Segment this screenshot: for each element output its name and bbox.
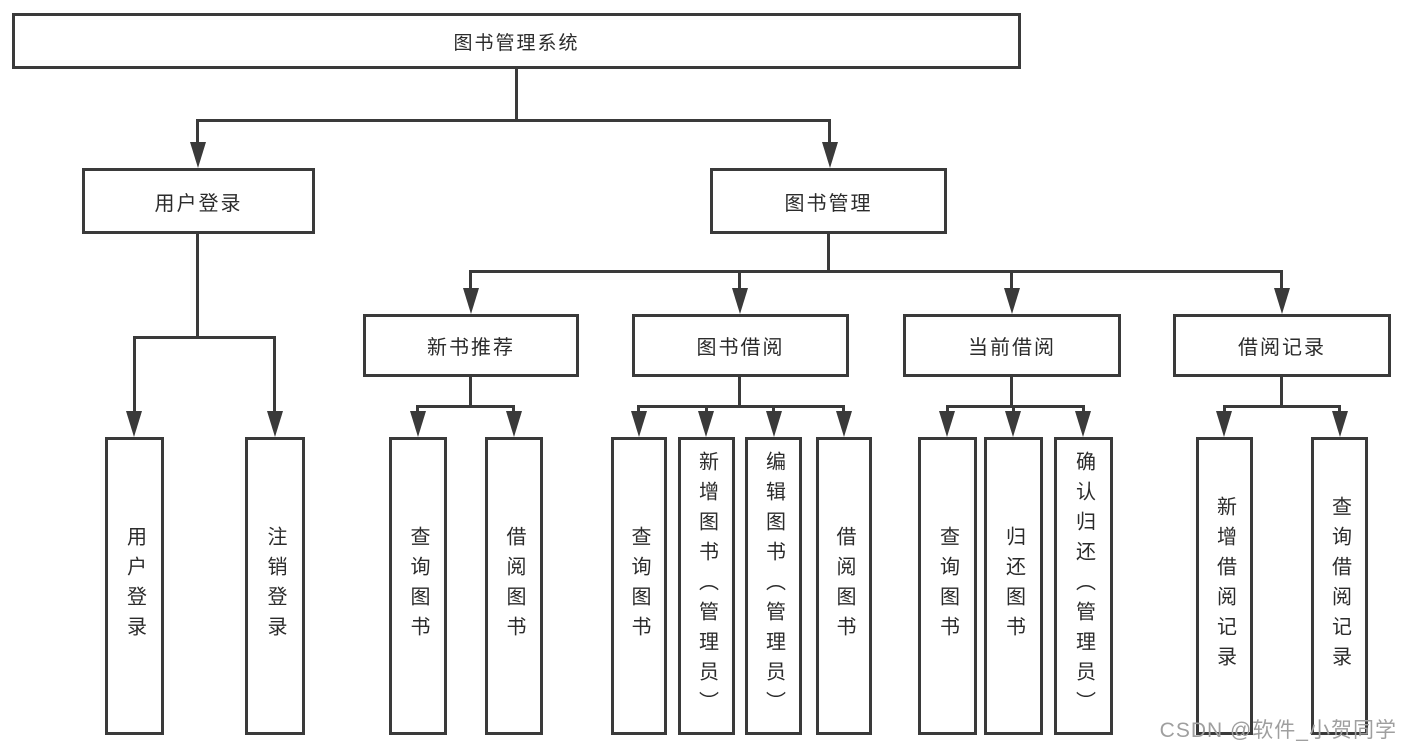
connector-bus [416, 405, 515, 408]
arrowhead-down-icon [1216, 411, 1232, 437]
leaf-borrow-book-2: 借阅图书 [816, 437, 872, 735]
leaf-label: 新增借阅记录 [1213, 496, 1236, 676]
arrowhead-down-icon [1075, 411, 1091, 437]
leaf-logout: 注销登录 [245, 437, 305, 735]
leaf-query-book-1: 查询图书 [389, 437, 447, 735]
connector-stem [738, 377, 741, 408]
connector-bus [946, 405, 1085, 408]
leaf-label: 借阅图书 [833, 526, 855, 646]
arrowhead-down-icon [631, 411, 647, 437]
connector-stem [1010, 377, 1013, 408]
arrowhead-down-icon [506, 411, 522, 437]
leaf-label: 确认归还（管理员） [1072, 451, 1095, 721]
leaf-query-book-3: 查询图书 [918, 437, 977, 735]
connector-drop [637, 405, 640, 415]
connector-drop [1010, 270, 1013, 292]
connector-stem [515, 69, 518, 122]
arrowhead-down-icon [267, 411, 283, 437]
leaf-user-login: 用户登录 [105, 437, 164, 735]
node-root: 图书管理系统 [12, 13, 1021, 69]
connector-drop [1280, 270, 1283, 292]
arrowhead-down-icon [190, 142, 206, 168]
node-borrow-record: 借阅记录 [1173, 314, 1391, 377]
leaf-label: 归还图书 [1002, 526, 1025, 646]
connector-drop [133, 336, 136, 416]
leaf-query-book-2: 查询图书 [611, 437, 667, 735]
node-book-borrow: 图书借阅 [632, 314, 849, 377]
leaf-borrow-book-1: 借阅图书 [485, 437, 543, 735]
leaf-label: 注销登录 [264, 526, 286, 646]
arrowhead-down-icon [1274, 288, 1290, 314]
leaf-label: 查询图书 [936, 526, 959, 646]
arrowhead-down-icon [463, 288, 479, 314]
arrowhead-down-icon [836, 411, 852, 437]
leaf-label: 查询图书 [628, 526, 650, 646]
arrowhead-down-icon [698, 411, 714, 437]
leaf-label: 编辑图书（管理员） [762, 451, 785, 721]
arrowhead-down-icon [732, 288, 748, 314]
connector-bus [469, 270, 1283, 273]
connector-drop [1012, 405, 1015, 415]
connector-drop [416, 405, 419, 415]
connector-bus [637, 405, 845, 408]
connector-drop [842, 405, 845, 415]
leaf-label: 查询图书 [407, 526, 429, 646]
arrowhead-down-icon [939, 411, 955, 437]
leaf-label: 用户登录 [123, 526, 146, 646]
arrowhead-down-icon [410, 411, 426, 437]
connector-stem [827, 234, 830, 273]
connector-drop [705, 405, 708, 415]
connector-bus [197, 119, 831, 122]
leaf-add-borrow-record: 新增借阅记录 [1196, 437, 1253, 735]
leaf-add-book-admin: 新增图书（管理员） [678, 437, 735, 735]
connector-drop [196, 119, 199, 147]
node-current-borrow: 当前借阅 [903, 314, 1121, 377]
leaf-edit-book-admin: 编辑图书（管理员） [745, 437, 802, 735]
arrowhead-down-icon [766, 411, 782, 437]
leaf-query-borrow-record: 查询借阅记录 [1311, 437, 1368, 735]
leaf-confirm-return-admin: 确认归还（管理员） [1054, 437, 1113, 735]
node-new-book-recommend: 新书推荐 [363, 314, 579, 377]
arrowhead-down-icon [1005, 411, 1021, 437]
node-user-login: 用户登录 [82, 168, 315, 234]
connector-bus [1223, 405, 1341, 408]
connector-drop [1082, 405, 1085, 415]
connector-drop [1338, 405, 1341, 415]
connector-drop [828, 119, 831, 147]
connector-bus [133, 336, 276, 339]
leaf-label: 新增图书（管理员） [695, 451, 718, 721]
arrowhead-down-icon [126, 411, 142, 437]
connector-drop [469, 270, 472, 292]
csdn-watermark: CSDN @软件_小贺同学 [1159, 719, 1397, 742]
connector-drop [946, 405, 949, 415]
connector-drop [512, 405, 515, 415]
connector-drop [772, 405, 775, 415]
connector-drop [273, 336, 276, 416]
arrowhead-down-icon [1004, 288, 1020, 314]
connector-drop [738, 270, 741, 292]
connector-stem [469, 377, 472, 408]
connector-stem [1280, 377, 1283, 408]
leaf-label: 借阅图书 [503, 526, 525, 646]
connector-stem [196, 234, 199, 339]
connector-drop [1223, 405, 1226, 415]
leaf-return-book: 归还图书 [984, 437, 1043, 735]
arrowhead-down-icon [1332, 411, 1348, 437]
node-book-management: 图书管理 [710, 168, 947, 234]
arrowhead-down-icon [822, 142, 838, 168]
leaf-label: 查询借阅记录 [1328, 496, 1351, 676]
